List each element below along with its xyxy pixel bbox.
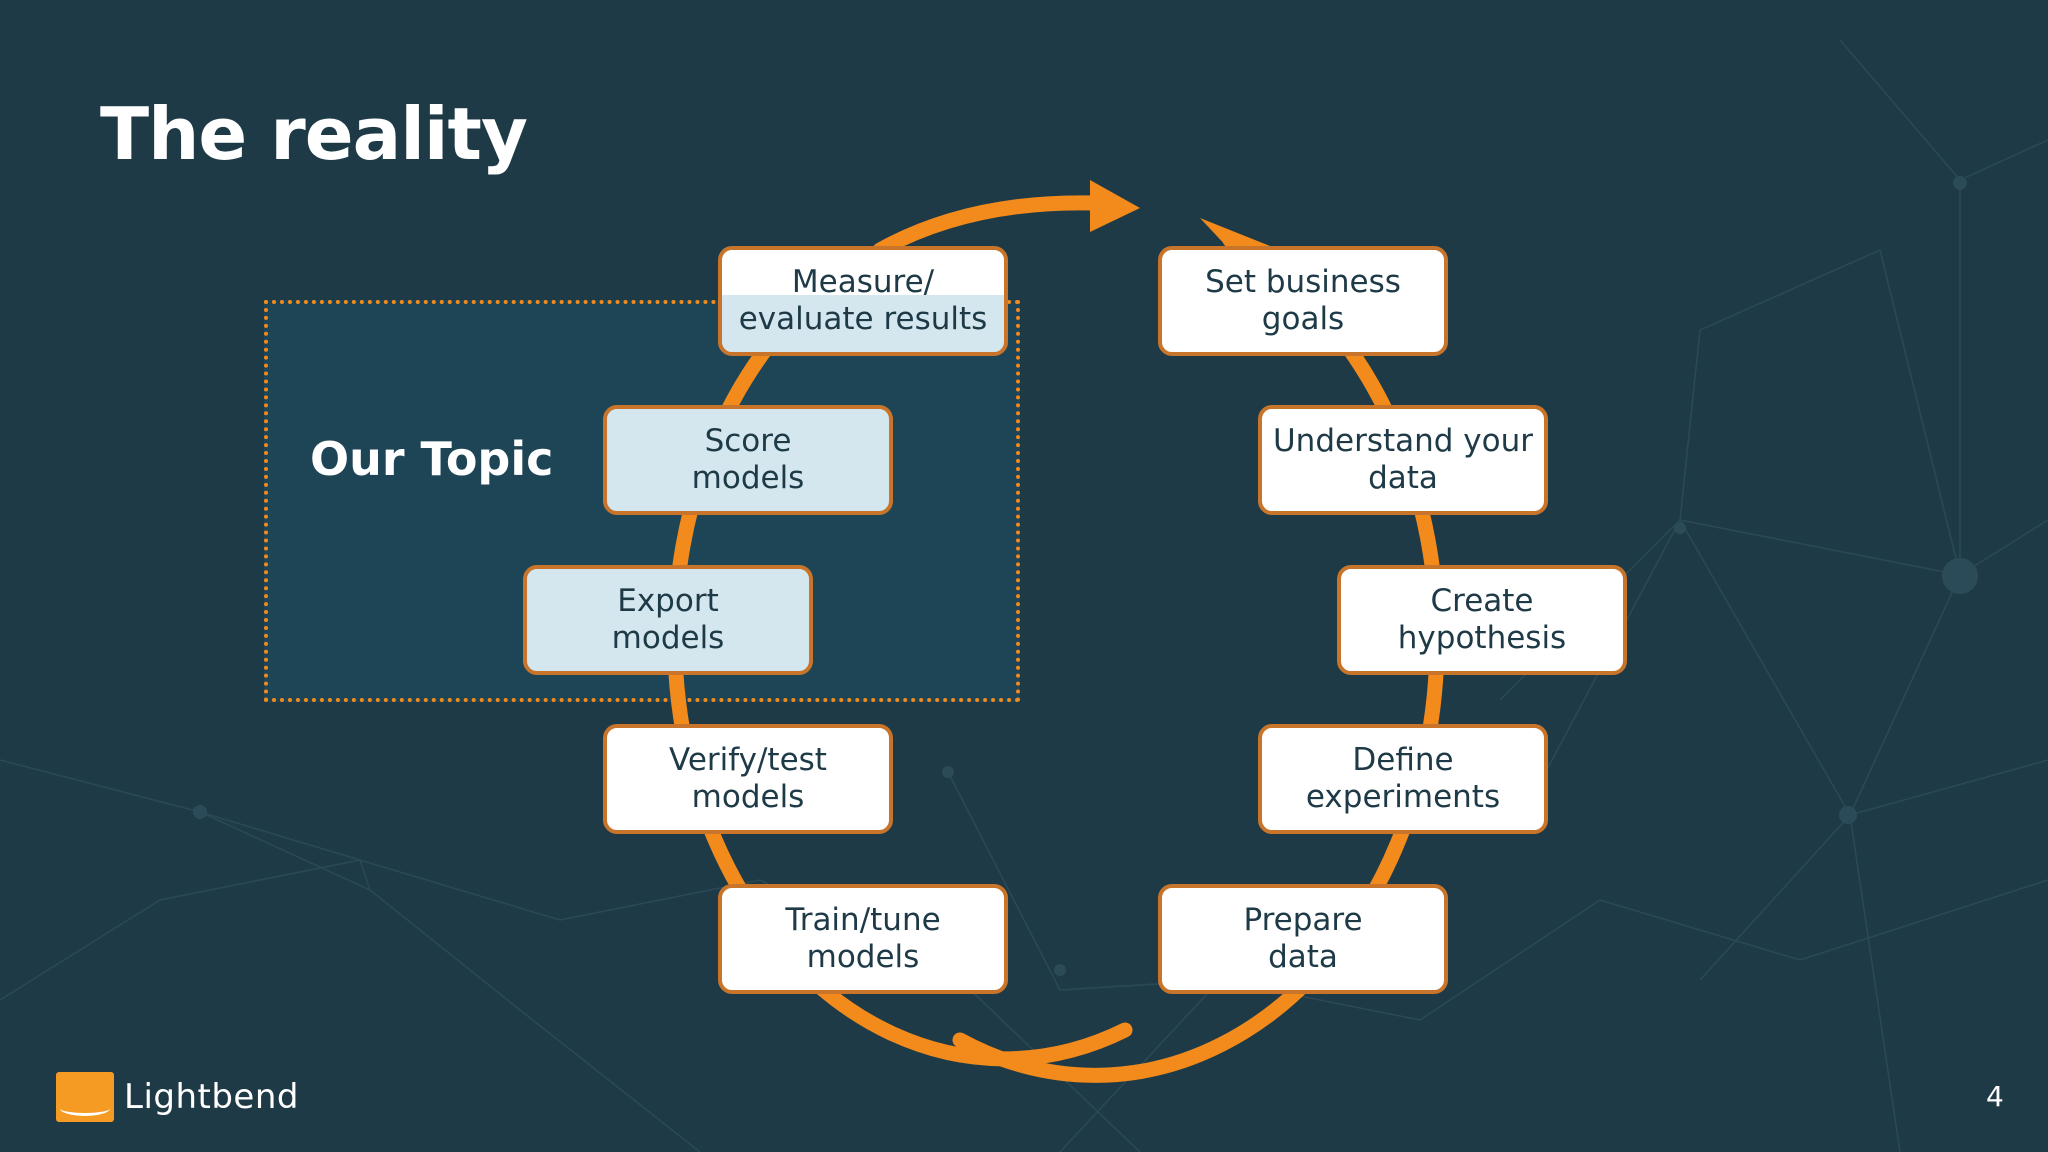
step-train-tune-models: Train/tune models bbox=[718, 884, 1008, 994]
cycle-arrowhead bbox=[1090, 180, 1140, 232]
step-verify-test-models: Verify/test models bbox=[603, 724, 893, 834]
slide-title: The reality bbox=[100, 92, 528, 176]
step-measure-evaluate-results: Measure/ evaluate results bbox=[718, 246, 1008, 356]
step-prepare-data: Prepare data bbox=[1158, 884, 1448, 994]
step-create-hypothesis: Create hypothesis bbox=[1337, 565, 1627, 675]
step-define-experiments: Define experiments bbox=[1258, 724, 1548, 834]
cycle-arrowhead-tail bbox=[1200, 218, 1270, 250]
topic-label: Our Topic bbox=[310, 432, 554, 486]
step-export-models: Export models bbox=[523, 565, 813, 675]
cycle-arrow-arc bbox=[872, 195, 1103, 258]
step-score-models: Score models bbox=[603, 405, 893, 515]
step-understand-data: Understand your data bbox=[1258, 405, 1548, 515]
lightbend-logo-icon bbox=[56, 1072, 114, 1122]
step-set-business-goals: Set business goals bbox=[1158, 246, 1448, 356]
page-number: 4 bbox=[1986, 1080, 2004, 1113]
brand-name: Lightbend bbox=[124, 1077, 299, 1117]
lightbend-logo: Lightbend bbox=[56, 1072, 299, 1122]
